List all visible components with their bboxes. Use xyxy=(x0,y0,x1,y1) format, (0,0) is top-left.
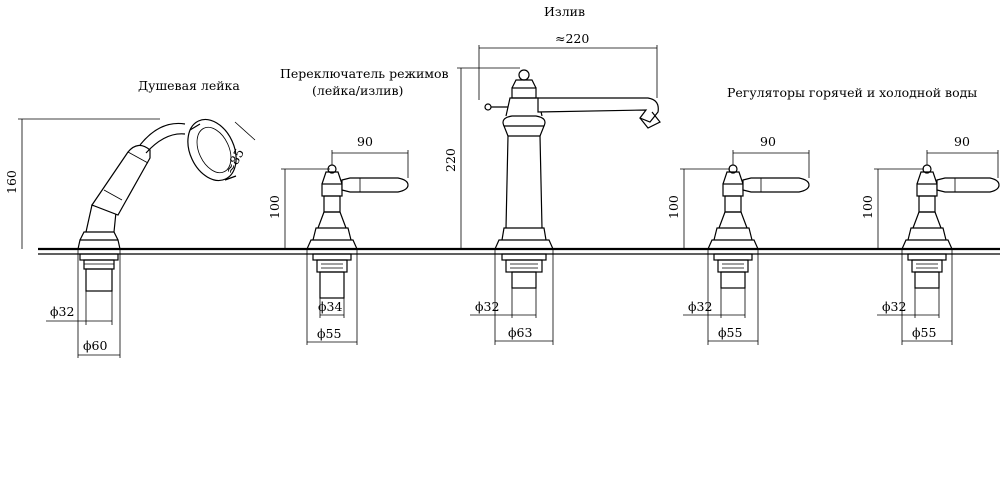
regulator-1-drawing: 100 90 ϕ32 ϕ55 xyxy=(666,134,810,345)
shower-d32-label: ϕ32 xyxy=(50,304,74,319)
switch-drawing: 100 90 ϕ34 ϕ55 xyxy=(267,134,409,345)
regulator-2-d32-label: ϕ32 xyxy=(882,299,906,314)
spout-drawing: 220 ≈220 ϕ32 ϕ63 xyxy=(443,31,661,345)
spout-label: Излив xyxy=(544,4,585,19)
regulator-1-d55-label: ϕ55 xyxy=(718,325,742,340)
regulator-2-height-label: 100 xyxy=(860,195,875,219)
regulator-2-drawing: 100 90 ϕ32 ϕ55 xyxy=(860,134,1000,345)
spout-d32-label: ϕ32 xyxy=(475,299,499,314)
regulator-1-height-label: 100 xyxy=(666,195,681,219)
regulator-1-lever-label: 90 xyxy=(760,134,776,149)
switch-lever-label: 90 xyxy=(357,134,373,149)
switch-d55-label: ϕ55 xyxy=(317,326,341,341)
switch-label-line2: (лейка/излив) xyxy=(312,83,403,98)
regulator-2-lever-label: 90 xyxy=(954,134,970,149)
switch-label-line1: Переключатель режимов xyxy=(280,66,449,81)
deck-surface xyxy=(38,247,1000,255)
regulator-1-d32-label: ϕ32 xyxy=(688,299,712,314)
shower-height-label: 160 xyxy=(4,170,19,194)
regulators-label: Регуляторы горячей и холодной воды xyxy=(727,85,977,100)
switch-d34-label: ϕ34 xyxy=(318,299,342,314)
hand-shower-label: Душевая лейка xyxy=(138,78,240,93)
spout-width-label: ≈220 xyxy=(555,31,589,46)
spout-height-label: 220 xyxy=(443,148,458,172)
switch-height-label: 100 xyxy=(267,195,282,219)
spout-d63-label: ϕ63 xyxy=(508,325,532,340)
hand-shower-drawing: 160 ≈85 ϕ32 ϕ60 xyxy=(4,118,256,358)
shower-d60-label: ϕ60 xyxy=(83,338,107,353)
regulator-2-d55-label: ϕ55 xyxy=(912,325,936,340)
